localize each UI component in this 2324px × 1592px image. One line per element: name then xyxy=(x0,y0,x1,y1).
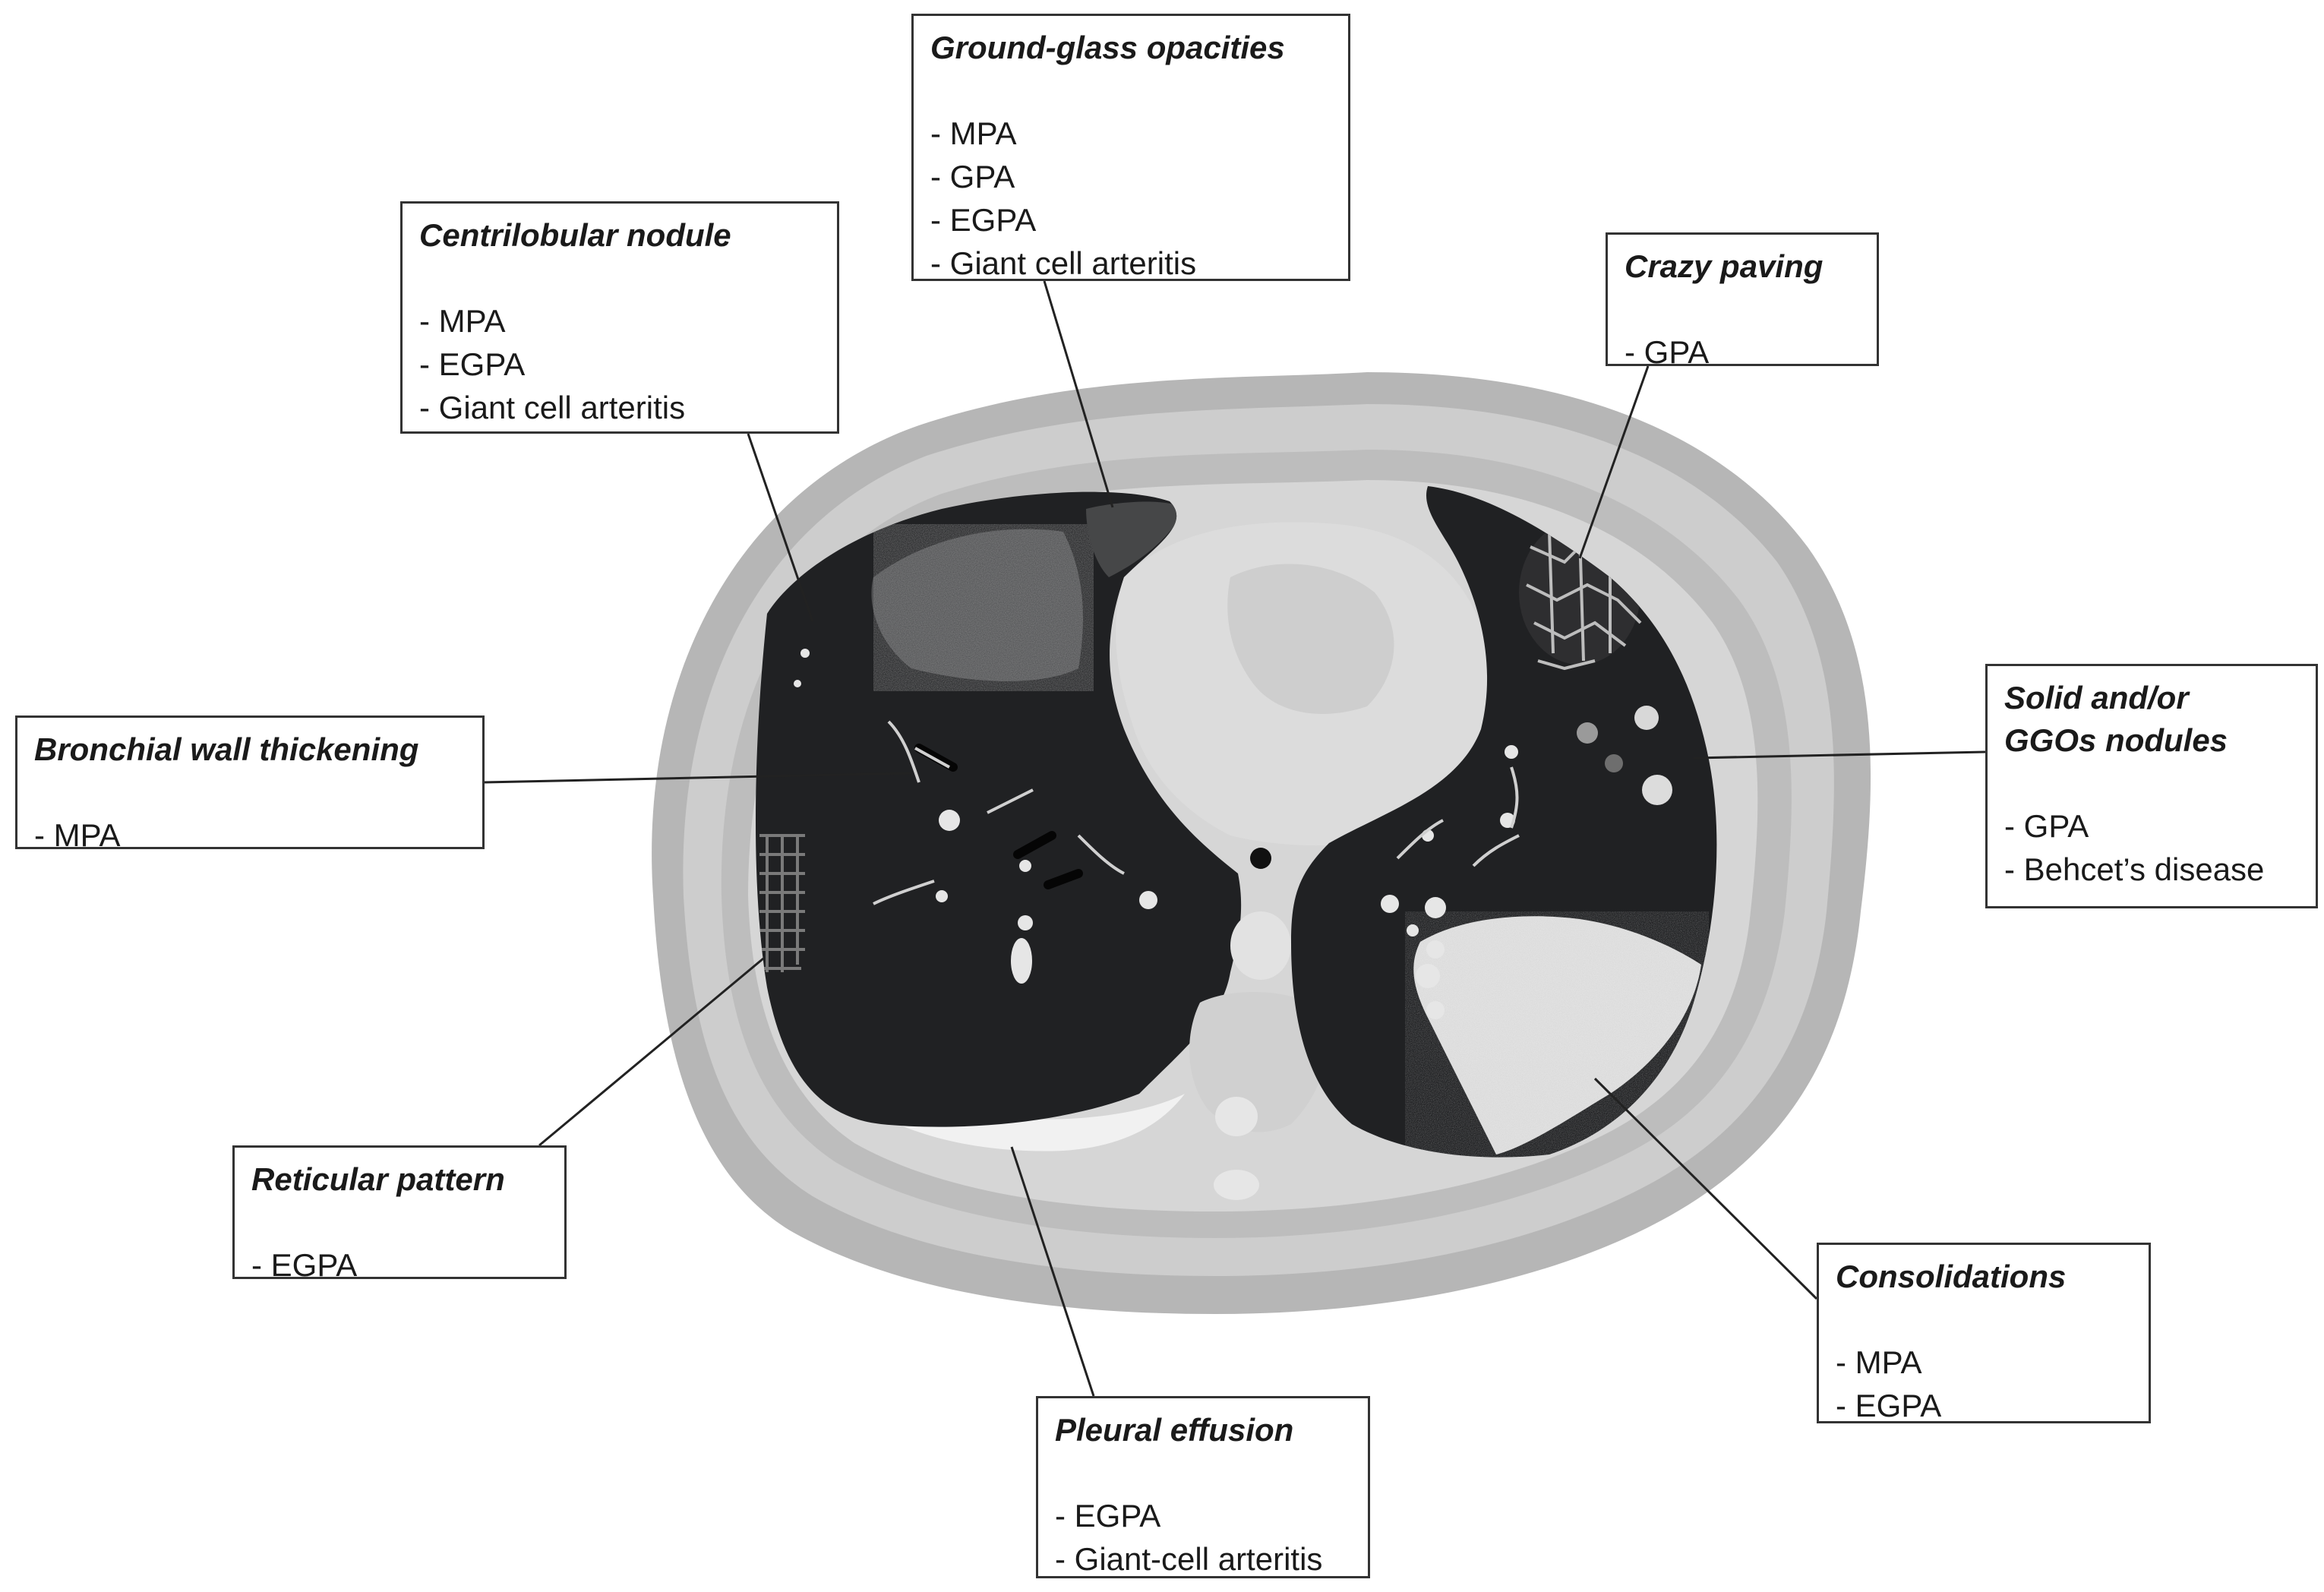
callout-bronchial-wall-thickening: Bronchial wall thickening - MPA xyxy=(15,715,485,853)
callout-reticular-pattern: Reticular pattern - EGPA xyxy=(232,1145,567,1283)
callout-crazy-paving: Crazy paving - GPA xyxy=(1606,232,1879,370)
callout-title: Bronchial wall thickening xyxy=(34,731,419,767)
callout-title: Centrilobular nodule xyxy=(419,217,731,253)
right-lung-vessels xyxy=(1381,745,1518,1019)
callout-item: - MPA xyxy=(930,115,1017,151)
callout-item: - MPA xyxy=(419,303,506,339)
callout-item: - Behcet’s disease xyxy=(2004,851,2265,887)
bronchial-wall-thickening xyxy=(914,744,1083,889)
callout-item: - EGPA xyxy=(1836,1388,1942,1423)
callout-solid-ggo-nodules: Solid and/or GGOs nodules - GPA - Behcet… xyxy=(1985,664,2318,908)
leader-solid-nodules xyxy=(1693,750,1986,760)
leader-bronchial xyxy=(484,772,912,784)
leader-crazy-paving xyxy=(1578,365,1650,559)
pleural-effusion-region xyxy=(828,1079,1185,1151)
leader-consolidations xyxy=(1593,1077,1818,1300)
callout-item: - MPA xyxy=(34,817,121,853)
solid-ggo-nodules xyxy=(1577,706,1672,805)
callout-item: - GPA xyxy=(1625,334,1710,370)
callout-pleural-effusion: Pleural effusion - EGPA - Giant-cell art… xyxy=(1036,1396,1370,1578)
callout-item: - EGPA xyxy=(251,1247,358,1283)
callout-title: Ground-glass opacities xyxy=(930,30,1285,65)
callout-centrilobular-nodule: Centrilobular nodule - MPA - EGPA - Gian… xyxy=(400,201,839,434)
reticular-pattern-region xyxy=(759,834,805,972)
callout-title: Reticular pattern xyxy=(251,1161,505,1197)
callout-ground-glass-opacities: Ground-glass opacities - MPA - GPA - EGP… xyxy=(911,14,1350,281)
callout-title: Consolidations xyxy=(1836,1259,2067,1294)
leader-lines xyxy=(484,280,1986,1397)
callout-item: - EGPA xyxy=(930,202,1037,238)
ct-axial-chest-scan-icon xyxy=(652,372,1871,1314)
callout-title: Crazy paving xyxy=(1625,248,1824,284)
leader-reticular xyxy=(538,957,764,1147)
callout-consolidations: Consolidations - MPA - EGPA xyxy=(1817,1243,2151,1423)
callout-item: - EGPA xyxy=(1055,1498,1161,1534)
leader-pleural xyxy=(1010,1146,1095,1397)
callout-item: - Giant cell arteritis xyxy=(419,390,686,425)
leader-centrilobular xyxy=(747,433,814,622)
callout-item: - GPA xyxy=(2004,808,2089,844)
callout-item: - MPA xyxy=(1836,1344,1922,1380)
leader-ground-glass xyxy=(1043,280,1114,508)
callout-title: Pleural effusion xyxy=(1055,1412,1294,1448)
callout-item: - EGPA xyxy=(419,346,526,382)
callout-item: - Giant-cell arteritis xyxy=(1055,1541,1323,1577)
callout-title: Solid and/or GGOs nodules xyxy=(2004,680,2228,758)
callout-item: - Giant cell arteritis xyxy=(930,245,1197,281)
left-lung-vessels xyxy=(794,649,1157,984)
callout-item: - GPA xyxy=(930,159,1015,194)
